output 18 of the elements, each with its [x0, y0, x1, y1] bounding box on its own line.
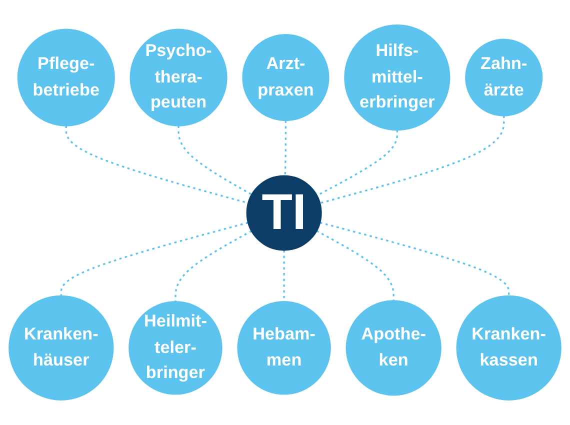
connector [320, 222, 510, 296]
node-circle: Hilfs- mittel- erbringer [344, 24, 450, 131]
node-circle: Pflege- betriebe [17, 28, 115, 126]
node-circle: Kranken- kassen [456, 295, 562, 400]
connector [174, 230, 252, 302]
node-circle: TI [246, 175, 322, 251]
node-circle: Arzt- praxen [242, 34, 330, 122]
node-circle: Hebam- men [237, 301, 331, 395]
connector [320, 116, 505, 204]
connector [284, 120, 287, 176]
node-circle: Zahn- ärzte [465, 38, 543, 116]
node-circle: Heilmit- teler- bringer [128, 301, 222, 395]
connector [60, 222, 248, 296]
connector [178, 126, 252, 196]
node-circle: Apothe- ken [346, 300, 442, 396]
connector [316, 130, 398, 196]
node-circle: Kranken- häuser [8, 295, 114, 400]
node-circle: Psycho- thera- peuten [130, 28, 228, 126]
